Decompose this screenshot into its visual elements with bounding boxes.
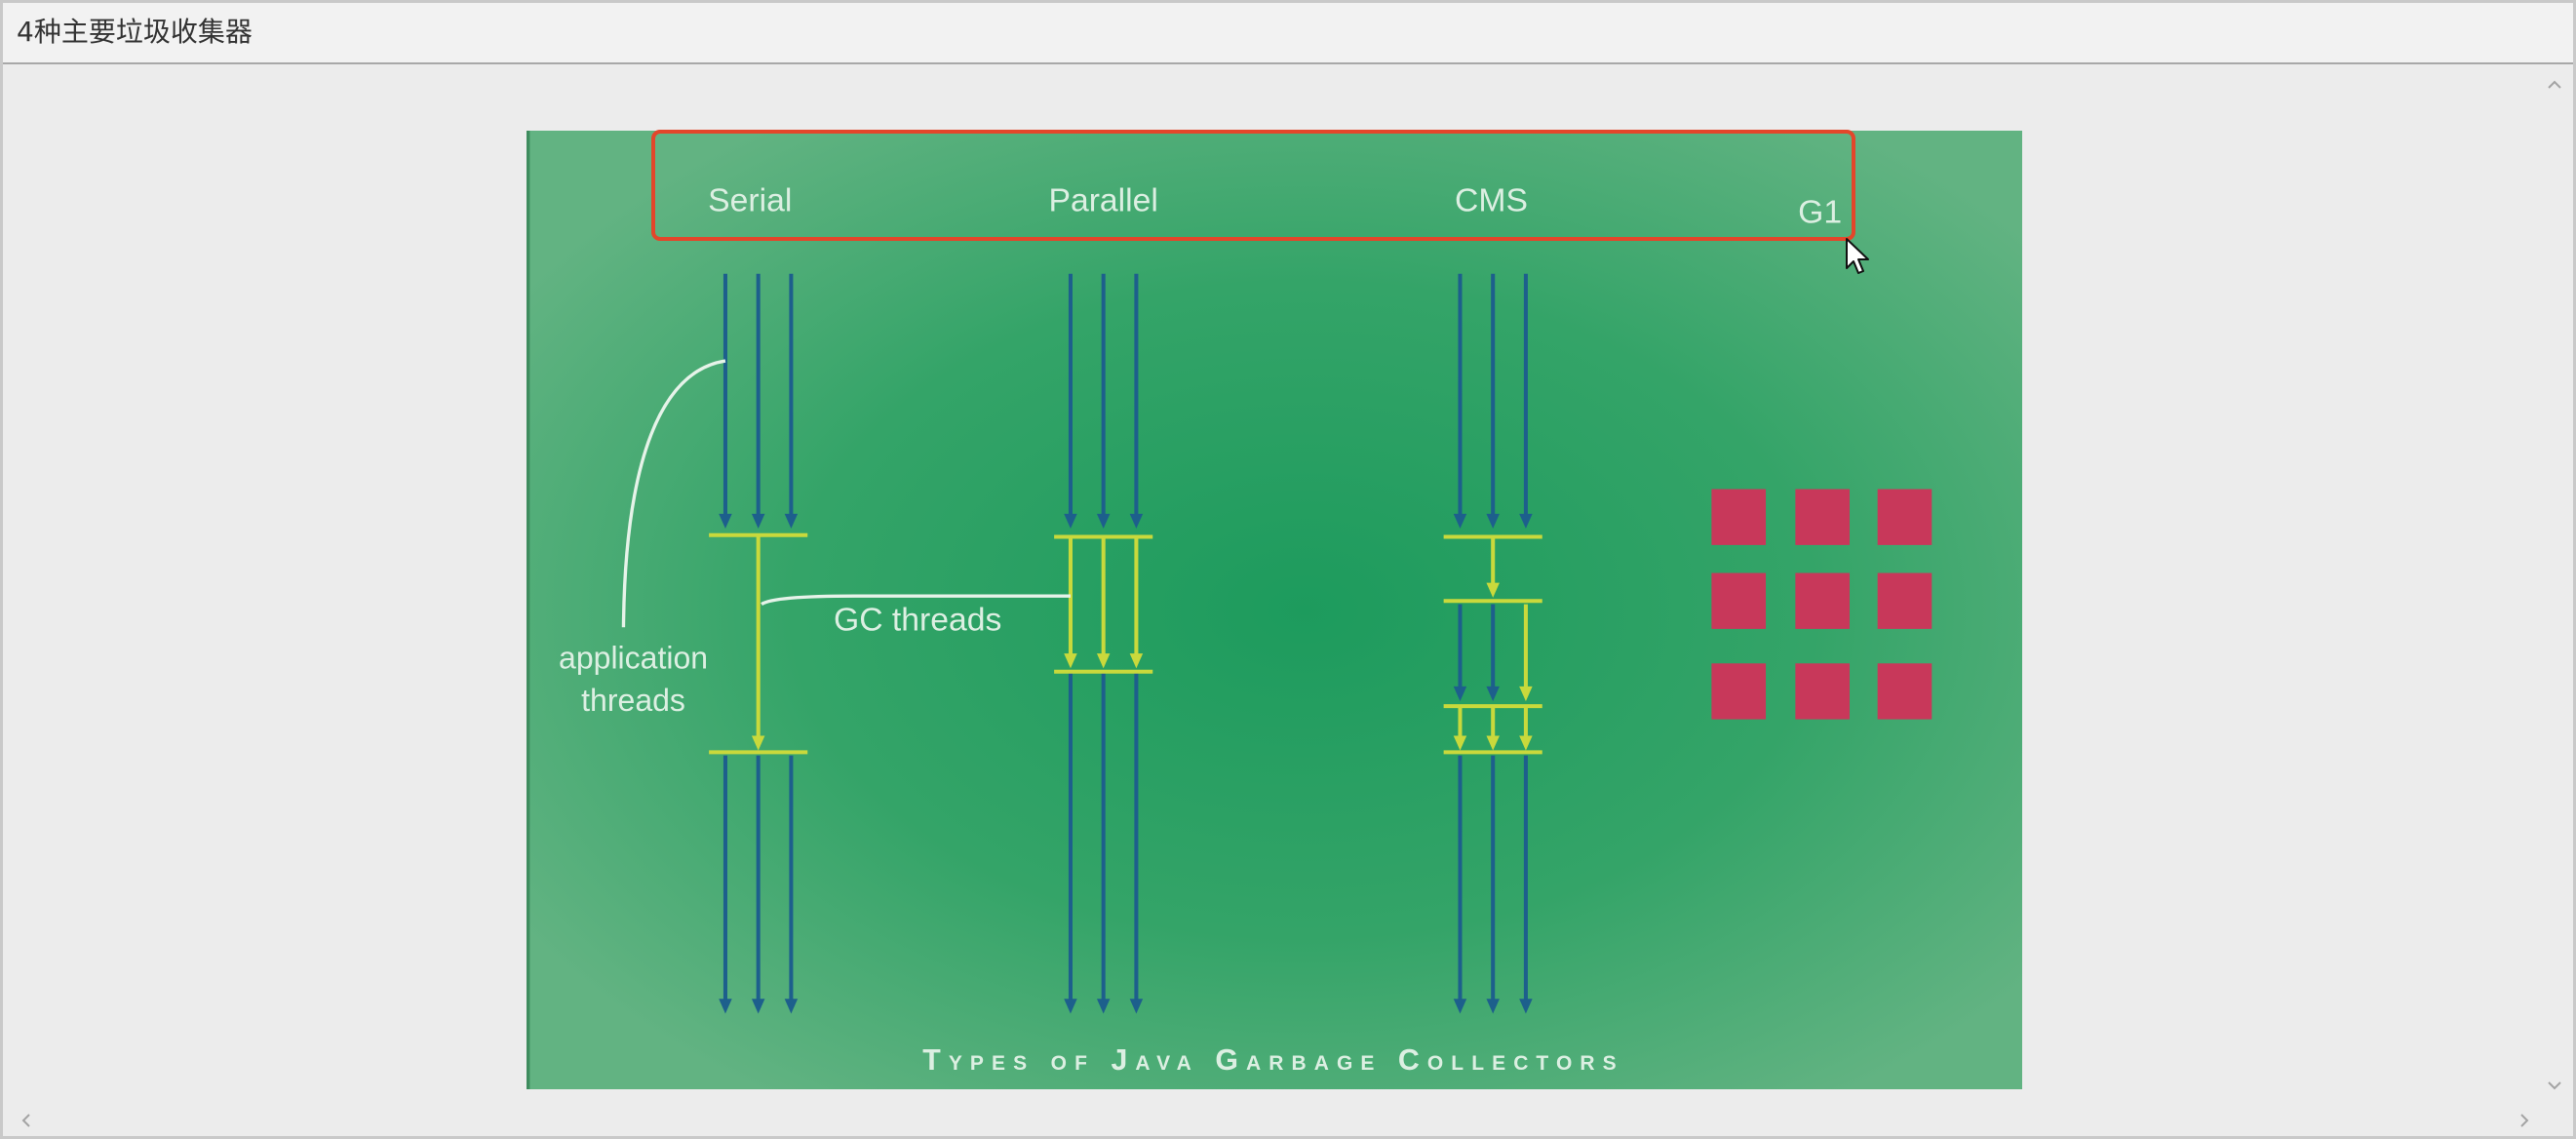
- g1-heap-region: [1795, 489, 1850, 545]
- application-thread-arrow: [1486, 273, 1500, 530]
- slide-left-edge: [527, 131, 530, 1089]
- application-thread-arrow: [1096, 273, 1111, 530]
- label-g1: G1: [1798, 193, 1842, 230]
- application-thread-arrow: [1129, 273, 1144, 530]
- gc-thread-arrow: [751, 534, 765, 751]
- g1-heap-region: [1877, 489, 1932, 545]
- label-parallel: Parallel: [1048, 182, 1157, 219]
- title-bar: 4种主要垃圾收集器: [3, 3, 2573, 64]
- gc-thread-arrow: [1519, 706, 1533, 751]
- application-thread-arrow: [1064, 671, 1077, 1014]
- gc-thread-arrow: [1519, 604, 1533, 702]
- slide-background: [527, 131, 2022, 1089]
- application-thread-arrow: [1519, 755, 1533, 1014]
- application-thread-arrow: [1453, 273, 1467, 530]
- gc-types-slide: Serial Parallel CMS G1 application threa…: [527, 131, 2022, 1089]
- application-thread-arrow: [1486, 604, 1500, 702]
- g1-heap-region: [1877, 572, 1932, 629]
- gc-thread-arrow: [1096, 536, 1111, 669]
- application-thread-arrow: [1486, 755, 1500, 1014]
- application-thread-arrow: [1064, 273, 1077, 530]
- application-thread-arrow: [751, 273, 765, 530]
- application-thread-arrow: [1519, 273, 1533, 530]
- application-thread-arrow: [784, 273, 799, 530]
- application-thread-arrow: [1129, 671, 1144, 1014]
- highlight-box: [651, 130, 1855, 241]
- chevron-down-icon[interactable]: [2544, 1075, 2565, 1096]
- chevron-up-icon[interactable]: [2544, 74, 2565, 96]
- g1-heap-region: [1711, 489, 1767, 545]
- application-thread-arrow: [1453, 755, 1467, 1014]
- gc-thread-arrow: [1486, 706, 1500, 751]
- application-thread-arrow: [719, 755, 732, 1014]
- application-thread-arrow: [751, 755, 765, 1014]
- chevron-right-icon[interactable]: [2514, 1110, 2535, 1131]
- label-serial: Serial: [708, 182, 792, 219]
- application-threads-label-line2: threads: [581, 683, 685, 718]
- label-cms: CMS: [1455, 182, 1528, 219]
- application-thread-arrow: [719, 273, 732, 530]
- gc-threads-label: GC threads: [834, 602, 1001, 639]
- gc-threads-pointer: [761, 594, 1071, 607]
- application-thread-arrow: [784, 755, 799, 1014]
- g1-heap-region: [1795, 572, 1850, 629]
- application-threads-pointer: [621, 359, 726, 628]
- g1-heap-region: [1877, 663, 1932, 720]
- slide-diagram: Serial Parallel CMS G1 application threa…: [527, 131, 2022, 1089]
- g1-heap-region: [1711, 572, 1767, 629]
- slide-caption: Types of Java Garbage Collectors: [922, 1044, 1620, 1077]
- application-threads-label-line1: application: [559, 640, 708, 675]
- g1-heap-region: [1711, 663, 1767, 720]
- mouse-pointer-icon: [1846, 238, 1869, 274]
- window-title: 4种主要垃圾收集器: [17, 16, 253, 48]
- application-thread-arrow: [1096, 671, 1111, 1014]
- g1-heap-region: [1795, 663, 1850, 720]
- chevron-left-icon[interactable]: [16, 1110, 37, 1131]
- thread-arrows: [709, 273, 1542, 1014]
- gc-thread-arrow: [1486, 536, 1500, 598]
- application-thread-arrow: [1453, 604, 1467, 702]
- gc-thread-arrow: [1453, 706, 1467, 751]
- g1-region-grid: [1711, 489, 1932, 720]
- gc-thread-arrow: [1129, 536, 1144, 669]
